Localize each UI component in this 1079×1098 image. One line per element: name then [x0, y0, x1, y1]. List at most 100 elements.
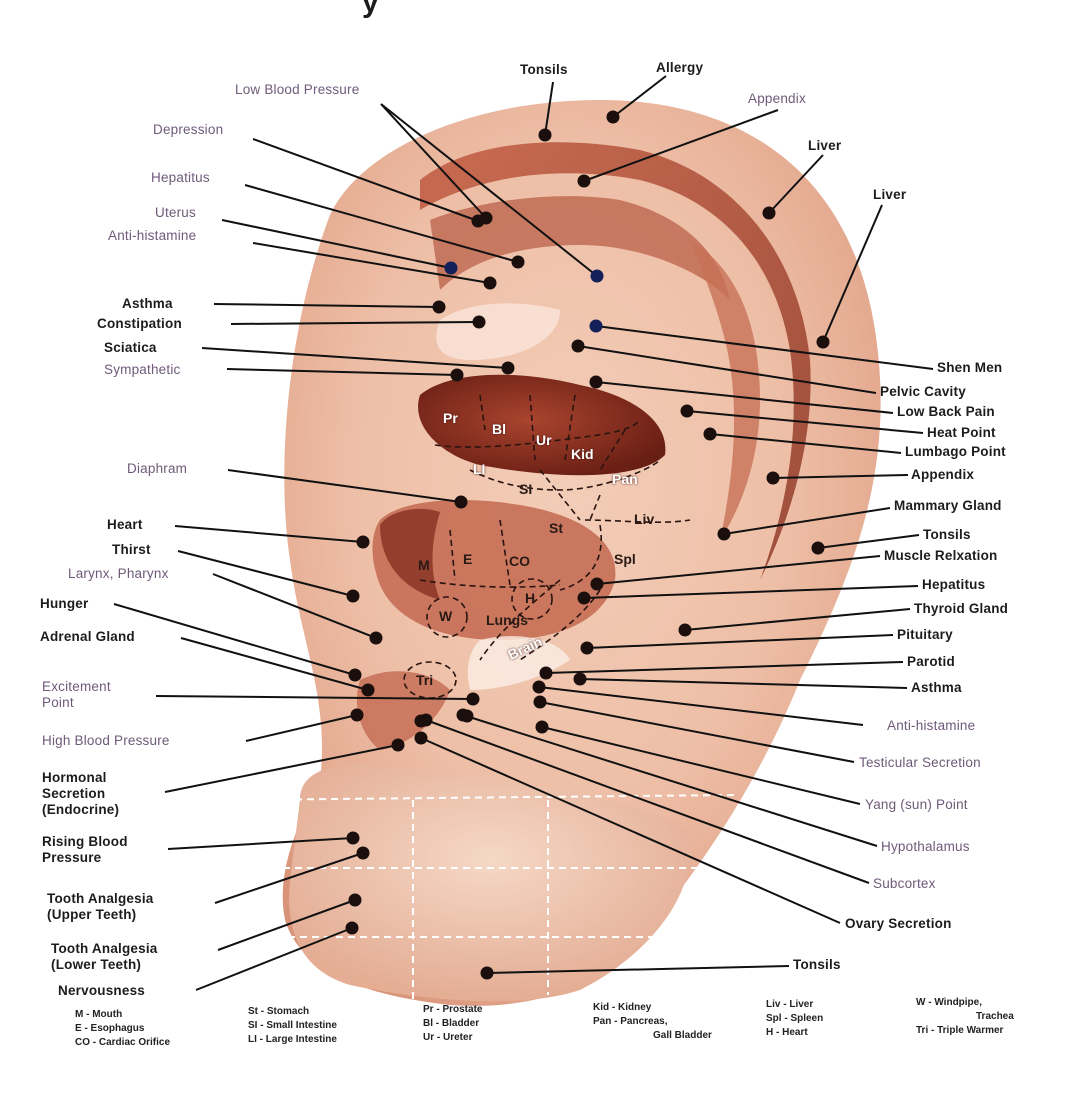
label-line: (Lower Teeth)	[51, 957, 158, 973]
label-nervousness: Nervousness	[58, 983, 145, 999]
point-heatpoint	[681, 405, 694, 418]
point-tonsils_bottom	[481, 967, 494, 980]
legend-entry: Pan - Pancreas,	[593, 1015, 712, 1029]
label-muscle: Muscle Relxation	[884, 548, 997, 564]
point-thyroid	[679, 624, 692, 637]
point-shenmen	[590, 320, 603, 333]
point-liver2	[817, 336, 830, 349]
point-sympathetic	[451, 369, 464, 382]
point-lowback	[590, 376, 603, 389]
label-hbp: High Blood Pressure	[42, 733, 170, 749]
label-antihist-r: Anti-histamine	[887, 718, 975, 734]
point-parotid	[540, 667, 553, 680]
point-tonsils_top	[539, 129, 552, 142]
label-tooth-upper: Tooth Analgesia(Upper Teeth)	[47, 891, 154, 923]
legend-entry: E - Esophagus	[75, 1022, 170, 1036]
label-liver2: Liver	[873, 187, 906, 203]
label-allergy: Allergy	[656, 60, 703, 76]
label-liver1: Liver	[808, 138, 841, 154]
label-yang: Yang (sun) Point	[865, 797, 968, 813]
point-extra-1	[461, 710, 474, 723]
label-appendix-top: Appendix	[748, 91, 806, 107]
label-ovary: Ovary Secretion	[845, 916, 952, 932]
point-hunger	[349, 669, 362, 682]
point-extra-0	[415, 715, 428, 728]
organ-code-st: St	[549, 520, 563, 536]
legend-entry: CO - Cardiac Orifice	[75, 1036, 170, 1050]
point-allergy	[607, 111, 620, 124]
label-line: Rising Blood	[42, 834, 128, 850]
organ-code-h: H	[525, 590, 535, 606]
legend-entry: Trachea	[916, 1010, 1014, 1024]
label-line: Point	[42, 695, 111, 711]
point-yang	[536, 721, 549, 734]
organ-code-tri: Tri	[416, 672, 433, 688]
label-depression: Depression	[153, 122, 223, 138]
point-pelvic	[572, 340, 585, 353]
organ-code-si: SI	[519, 481, 532, 497]
legend-entry: LI - Large Intestine	[248, 1033, 337, 1047]
point-heart	[357, 536, 370, 549]
point-ovary	[415, 732, 428, 745]
label-tonsils-bottom: Tonsils	[793, 957, 841, 973]
label-line: Excitement	[42, 679, 111, 695]
point-constipation	[473, 316, 486, 329]
label-testicular: Testicular Secretion	[859, 755, 981, 771]
label-line: (Upper Teeth)	[47, 907, 154, 923]
point-sciatica	[502, 362, 515, 375]
legend-entry: Pr - Prostate	[423, 1003, 482, 1017]
point-pituitary	[581, 642, 594, 655]
point-hepatitus_r	[578, 592, 591, 605]
label-adrenal: Adrenal Gland	[40, 629, 135, 645]
label-line: Hormonal	[42, 770, 119, 786]
organ-code-kid: Kid	[571, 446, 594, 462]
legend-entry: Tri - Triple Warmer	[916, 1024, 1014, 1038]
organ-code-co: CO	[509, 553, 530, 569]
label-line: Secretion	[42, 786, 119, 802]
point-larynx	[370, 632, 383, 645]
label-tonsils-top: Tonsils	[520, 62, 568, 78]
point-testicular	[534, 696, 547, 709]
label-mammary: Mammary Gland	[894, 498, 1002, 514]
label-heatpoint: Heat Point	[927, 425, 996, 441]
label-pituitary: Pituitary	[897, 627, 953, 643]
label-rising: Rising BloodPressure	[42, 834, 128, 866]
legend-entry: St - Stomach	[248, 1005, 337, 1019]
label-pelvic: Pelvic Cavity	[880, 384, 966, 400]
label-hepatitus: Hepatitus	[151, 170, 210, 186]
legend-entry: M - Mouth	[75, 1008, 170, 1022]
label-shenmen: Shen Men	[937, 360, 1002, 376]
label-appendix-r: Appendix	[911, 467, 974, 483]
label-diaphram: Diaphram	[127, 461, 187, 477]
label-lowback: Low Back Pain	[897, 404, 995, 420]
label-sciatica: Sciatica	[104, 340, 157, 356]
label-lbp: Low Blood Pressure	[235, 82, 359, 98]
organ-code-pr: Pr	[443, 410, 458, 426]
label-parotid: Parotid	[907, 654, 955, 670]
point-diaphram	[455, 496, 468, 509]
point-appendix_r	[767, 472, 780, 485]
point-muscle	[591, 578, 604, 591]
legend-entry: W - Windpipe,	[916, 996, 1014, 1010]
label-larynx: Larynx, Pharynx	[68, 566, 169, 582]
label-asthma-r: Asthma	[911, 680, 962, 696]
point-uterus	[445, 262, 458, 275]
organ-code-pan: Pan	[612, 471, 638, 487]
legend-entry: Ur - Ureter	[423, 1031, 482, 1045]
organ-code-bl: Bl	[492, 421, 506, 437]
label-hormonal: HormonalSecretion(Endocrine)	[42, 770, 119, 818]
point-asthma_r	[574, 673, 587, 686]
label-sympathetic: Sympathetic	[104, 362, 180, 378]
organ-code-m: M	[418, 557, 430, 573]
label-tonsils-r: Tonsils	[923, 527, 971, 543]
legend-column-2: St - StomachSI - Small IntestineLI - Lar…	[248, 1005, 337, 1047]
point-excitement	[467, 693, 480, 706]
label-hepatitus-r: Hepatitus	[922, 577, 985, 593]
legend-entry: H - Heart	[766, 1026, 823, 1040]
legend-entry: Bl - Bladder	[423, 1017, 482, 1031]
label-line: Tooth Analgesia	[47, 891, 154, 907]
point-thirst	[347, 590, 360, 603]
point-hepatitus	[512, 256, 525, 269]
label-excitement: ExcitementPoint	[42, 679, 111, 711]
